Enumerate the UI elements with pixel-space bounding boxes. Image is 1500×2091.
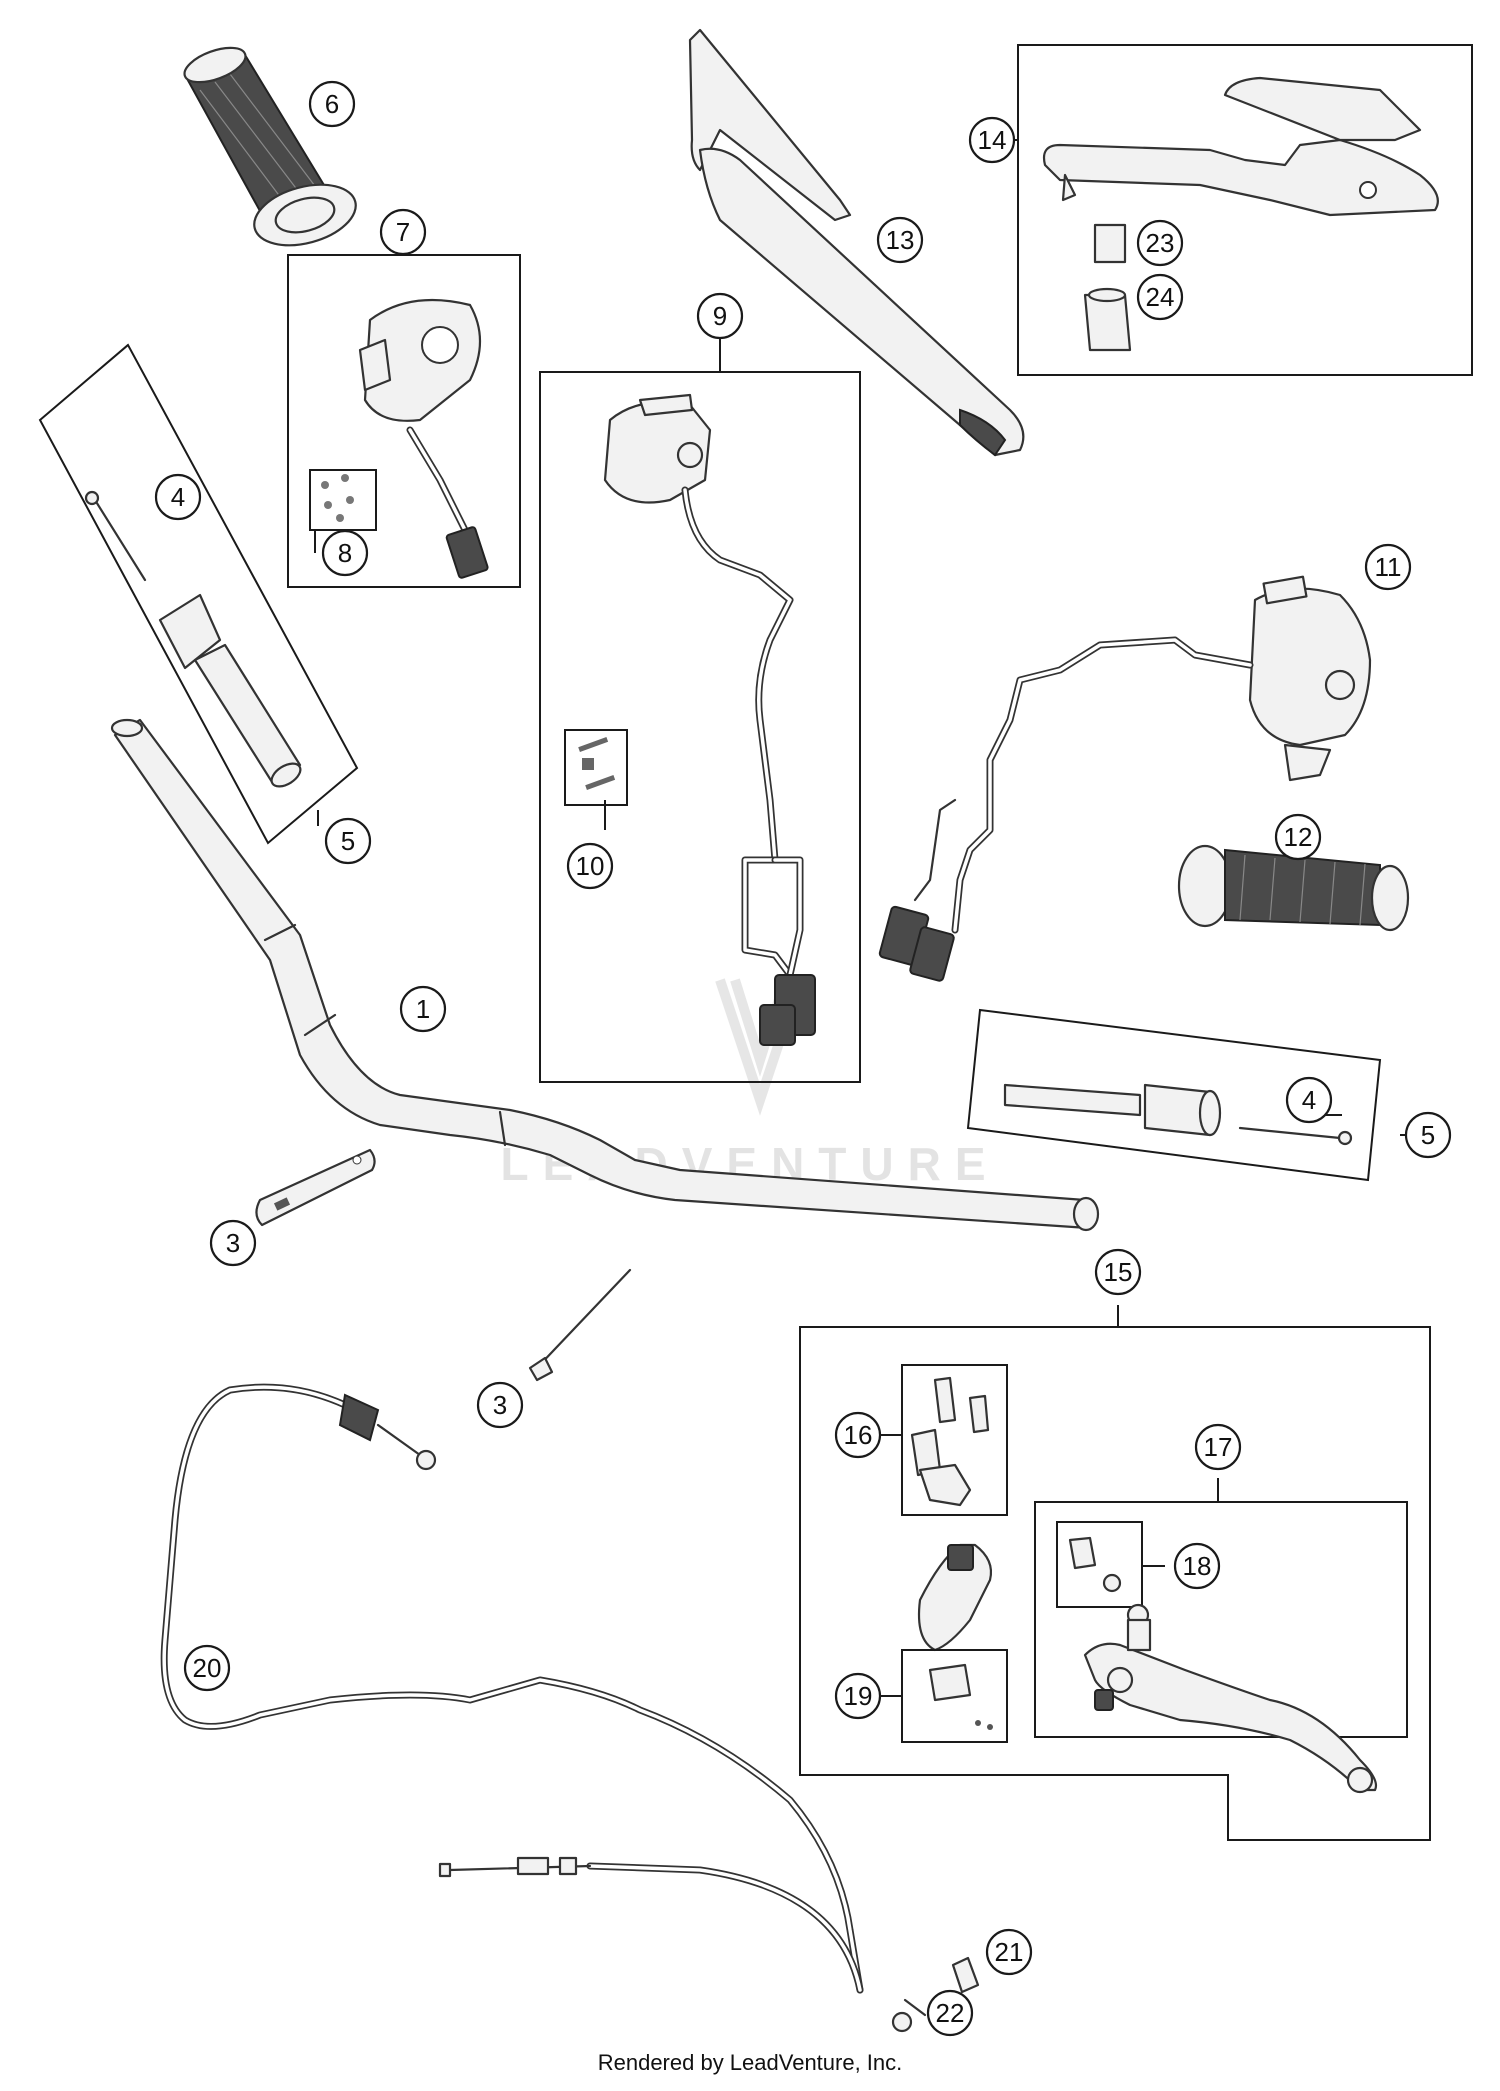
clutch-cable (160, 1383, 864, 1994)
left-switch (309, 298, 489, 579)
svg-text:10: 10 (576, 851, 605, 881)
callout-22: 22 (926, 1989, 974, 2037)
clamp-strip-lower (528, 1268, 632, 1382)
callout-20: 20 (183, 1644, 231, 1692)
box-5-right-frame (966, 1008, 1382, 1182)
svg-text:17: 17 (1204, 1432, 1233, 1462)
callout-7: 7 (379, 208, 427, 256)
box-18-frame (1056, 1521, 1143, 1608)
box-15-frame (799, 1326, 1431, 1841)
callout-11: 11 (1364, 543, 1412, 591)
leader-lines (314, 330, 1427, 1136)
callout-5-left: 5 (324, 817, 372, 865)
callout-9: 9 (696, 292, 744, 340)
svg-text:3: 3 (226, 1228, 240, 1258)
svg-text:6: 6 (325, 89, 339, 119)
svg-text:23: 23 (1146, 228, 1175, 258)
callout-17: 17 (1194, 1423, 1242, 1471)
svg-text:1: 1 (416, 994, 430, 1024)
callout-10: 10 (566, 842, 614, 890)
svg-text:16: 16 (844, 1420, 873, 1450)
svg-text:14: 14 (978, 125, 1007, 155)
callout-3-lower: 3 (476, 1381, 524, 1429)
callout-5-right: 5 (1404, 1111, 1452, 1159)
svg-text:4: 4 (1302, 1085, 1316, 1115)
callout-12: 12 (1274, 813, 1322, 861)
callout-16: 16 (834, 1411, 882, 1459)
callout-3-upper: 3 (209, 1219, 257, 1267)
callout-4-right: 4 (1285, 1076, 1333, 1124)
svg-text:5: 5 (1421, 1120, 1435, 1150)
callout-18: 18 (1173, 1542, 1221, 1590)
callout-24: 24 (1136, 273, 1184, 321)
nut-22 (891, 1998, 927, 2033)
bar-end-left (84, 490, 302, 788)
svg-text:21: 21 (995, 1937, 1024, 1967)
footer-credit: Rendered by LeadVenture, Inc. (597, 2050, 903, 2075)
clutch-lever (1083, 1603, 1378, 1794)
clamp-strip-upper (255, 1148, 376, 1227)
callout-21: 21 (985, 1928, 1033, 1976)
svg-text:24: 24 (1146, 282, 1175, 312)
svg-text:13: 13 (886, 225, 915, 255)
grip-left (183, 46, 357, 247)
svg-text:4: 4 (171, 482, 185, 512)
callout-4-left: 4 (154, 473, 202, 521)
svg-text:8: 8 (338, 538, 352, 568)
callout-23: 23 (1136, 219, 1184, 267)
left-hand-switch (878, 575, 1372, 982)
grip-right (1177, 844, 1410, 932)
svg-text:20: 20 (193, 1653, 222, 1683)
callout-14: 14 (968, 116, 1016, 164)
svg-text:5: 5 (341, 826, 355, 856)
svg-text:12: 12 (1284, 822, 1313, 852)
svg-text:3: 3 (493, 1390, 507, 1420)
svg-text:9: 9 (713, 301, 727, 331)
svg-text:11: 11 (1375, 552, 1402, 582)
cable-adjuster-21 (951, 1956, 980, 1994)
callout-15: 15 (1094, 1248, 1142, 1296)
callout-6: 6 (308, 80, 356, 128)
svg-text:15: 15 (1104, 1257, 1133, 1287)
callout-1: 1 (399, 985, 447, 1033)
box-17-frame (1034, 1501, 1408, 1738)
switch-kit-19 (928, 1663, 993, 1730)
box-16-frame (901, 1364, 1008, 1516)
box-5-left-frame (38, 343, 359, 845)
clutch-master (1042, 76, 1439, 352)
mirror (688, 28, 1025, 457)
svg-text:18: 18 (1183, 1551, 1212, 1581)
callout-13: 13 (876, 216, 924, 264)
box-10-frame (564, 729, 628, 806)
svg-text:22: 22 (936, 1998, 965, 2028)
box-9-frame (539, 371, 861, 1083)
callout-8: 8 (321, 529, 369, 577)
callout-19: 19 (834, 1672, 882, 1720)
adjuster-18 (1068, 1536, 1122, 1593)
right-switch-harness (564, 393, 816, 1046)
box-14-frame (1017, 44, 1473, 376)
lever-bracket (917, 1543, 993, 1652)
svg-text:7: 7 (396, 217, 410, 247)
handlebar (110, 718, 1100, 1232)
bar-end-right (1003, 1083, 1353, 1146)
svg-text:19: 19 (844, 1681, 873, 1711)
pivot-kit-16 (910, 1376, 990, 1507)
